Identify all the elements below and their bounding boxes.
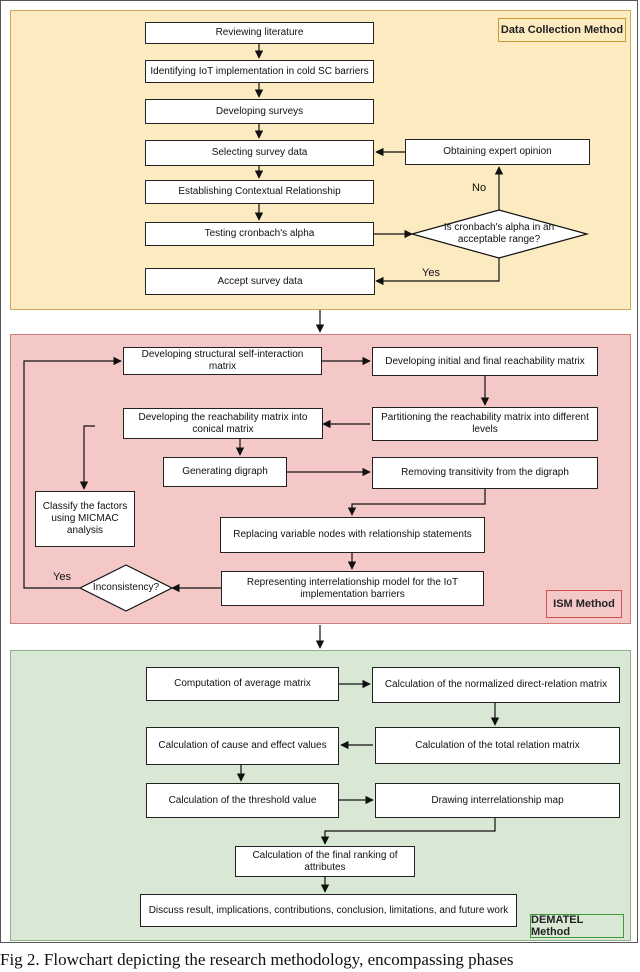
yes-label-ism: Yes (53, 571, 71, 583)
inconsistency-label: Inconsistency? (92, 582, 160, 593)
ism-tag: ISM Method (546, 590, 622, 618)
partitioning-box: Partitioning the reachability matrix int… (372, 407, 598, 441)
conical-matrix-box: Developing the reachability matrix into … (123, 408, 323, 439)
discuss-results-box: Discuss result, implications, contributi… (140, 894, 517, 927)
interrelationship-map-box: Drawing interrelationship map (375, 783, 620, 818)
final-ranking-box: Calculation of the final ranking of attr… (235, 846, 415, 877)
micmac-box: Classify the factors using MICMAC analys… (35, 491, 135, 547)
data-collection-tag: Data Collection Method (498, 18, 626, 42)
identifying-barriers-box: Identifying IoT implementation in cold S… (145, 60, 374, 83)
yes-label-data: Yes (422, 267, 440, 279)
representing-model-box: Representing interrelationship model for… (221, 571, 484, 606)
figure-caption: Fig 2. Flowchart depicting the research … (0, 950, 514, 969)
generating-digraph-box: Generating digraph (163, 457, 287, 487)
average-matrix-box: Computation of average matrix (146, 667, 339, 701)
ssim-box: Developing structural self-interaction m… (123, 347, 322, 375)
selecting-survey-data-box: Selecting survey data (145, 140, 374, 166)
cause-effect-box: Calculation of cause and effect values (146, 727, 339, 765)
establishing-relationship-box: Establishing Contextual Relationship (145, 180, 374, 204)
replacing-nodes-box: Replacing variable nodes with relationsh… (220, 517, 485, 553)
accept-survey-data-box: Accept survey data (145, 268, 375, 295)
developing-surveys-box: Developing surveys (145, 99, 374, 124)
reviewing-literature-box: Reviewing literature (145, 22, 374, 44)
cronbach-decision-label: Is cronbach's alpha in an acceptable ran… (443, 222, 555, 245)
total-relation-box: Calculation of the total relation matrix (375, 727, 620, 764)
removing-transitivity-box: Removing transitivity from the digraph (372, 457, 598, 489)
normalized-matrix-box: Calculation of the normalized direct-rel… (372, 667, 620, 703)
testing-cronbach-box: Testing cronbach's alpha (145, 222, 374, 246)
reachability-initial-final-box: Developing initial and final reachabilit… (372, 347, 598, 376)
expert-opinion-box: Obtaining expert opinion (405, 139, 590, 165)
dematel-tag: DEMATEL Method (530, 914, 624, 938)
no-label: No (472, 182, 487, 194)
threshold-box: Calculation of the threshold value (146, 783, 339, 818)
outer-frame (0, 0, 638, 943)
